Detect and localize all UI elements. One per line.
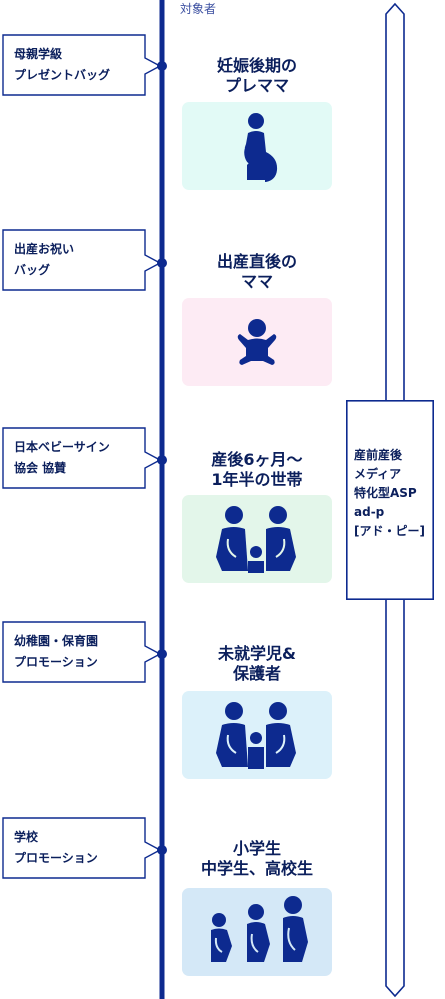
- category-callout-kindergarten: 幼稚園・保育園 プロモーション: [0, 622, 180, 682]
- category-label: 学校 プロモーション: [14, 830, 98, 865]
- target-card-preschool: [182, 691, 332, 779]
- family-with-baby-icon: [216, 506, 296, 573]
- target-card-newborn: [182, 298, 332, 386]
- target-title-pregnant: 妊娠後期の プレママ: [216, 56, 297, 95]
- target-card-family: [182, 495, 332, 583]
- pregnant-woman-icon: [241, 113, 278, 182]
- timeline-dot-2: [157, 258, 167, 268]
- callout-shape-4: [2, 621, 162, 683]
- target-title-preschool: 未就学児& 保護者: [218, 644, 296, 683]
- callout-shape-2: [2, 229, 162, 291]
- callout-shape-5: [2, 817, 162, 879]
- timeline-dot-5: [157, 845, 167, 855]
- media-box: [346, 400, 434, 600]
- target-header-label: 対象者: [180, 2, 217, 16]
- category-callout-baby-sign: 日本ベビーサイン 協会 協賛: [0, 428, 180, 488]
- callout-shape-3: [2, 427, 162, 489]
- students-icon: [211, 896, 308, 962]
- target-card-pregnant: [182, 102, 332, 190]
- category-label: 日本ベビーサイン 協会 協賛: [14, 440, 110, 475]
- target-title-students: 小学生 中学生、高校生: [200, 839, 313, 878]
- timeline-dot-3: [157, 455, 167, 465]
- timeline-dot-1: [157, 61, 167, 71]
- category-label: 幼稚園・保育園 プロモーション: [14, 634, 99, 669]
- timeline-dot-4: [157, 649, 167, 659]
- target-title-family: 産後6ヶ月～ 1年半の世帯: [211, 450, 303, 489]
- callout-shape-1: [2, 34, 162, 96]
- target-card-students: [182, 888, 332, 976]
- baby-icon: [237, 319, 277, 365]
- media-box-border: [346, 400, 434, 600]
- category-callout-birth-gift: 出産お祝い バッグ: [0, 230, 180, 290]
- media-label: 産前産後 メディア 特化型ASP ad-p [アド・ピー]: [354, 448, 425, 538]
- category-callout-maternity-class: 母親学級 プレゼントバッグ: [0, 35, 180, 95]
- family-with-child-icon: [216, 702, 296, 769]
- target-title-newborn-mom: 出産直後の ママ: [216, 252, 297, 291]
- category-label: 母親学級 プレゼントバッグ: [14, 47, 111, 82]
- category-callout-school: 学校 プロモーション: [0, 818, 180, 878]
- category-callouts: [2, 34, 162, 879]
- timeline-dots: [157, 61, 167, 855]
- category-label: 出産お祝い バッグ: [14, 242, 75, 277]
